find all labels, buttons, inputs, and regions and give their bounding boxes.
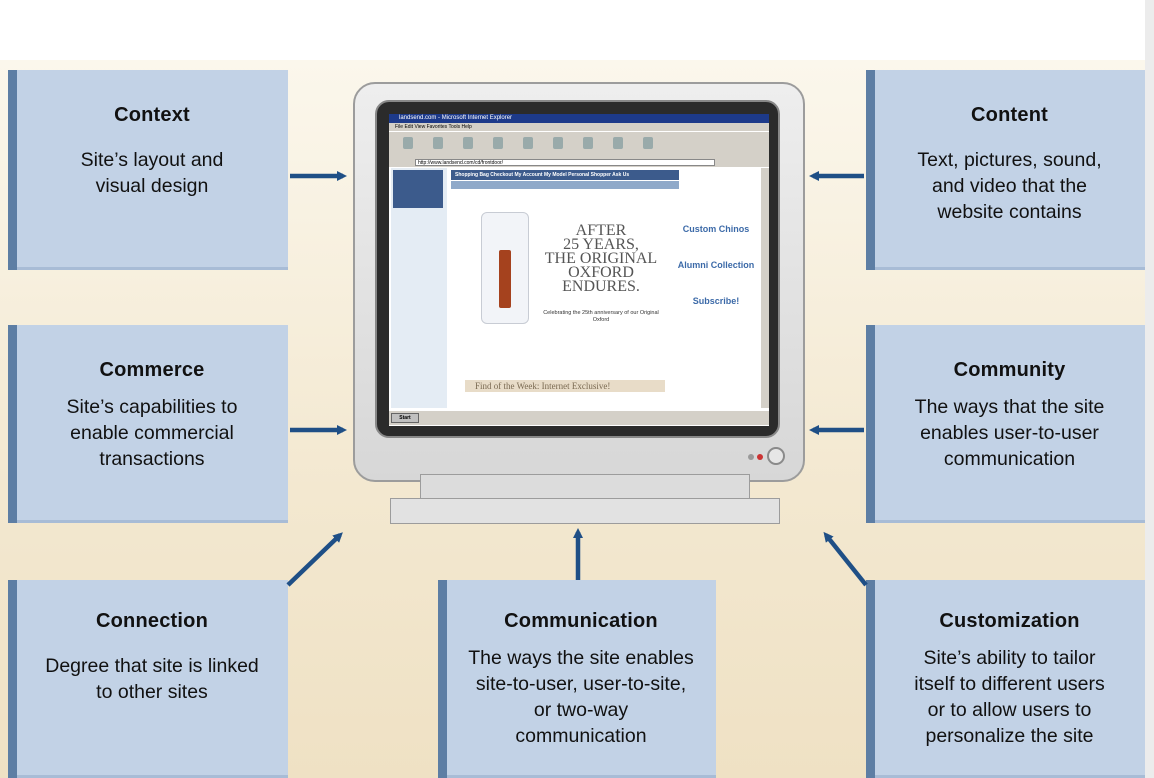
search-icon xyxy=(553,137,563,149)
monitor-neck xyxy=(420,474,750,502)
browser-menubar: File Edit View Favorites Tools Help xyxy=(389,123,769,131)
connection-box: Connection Degree that site is linked to… xyxy=(8,580,288,778)
web-page: Shopping Bag Checkout My Account My Mode… xyxy=(389,168,761,408)
content-desc: Text, pictures, sound, and video that th… xyxy=(917,149,1102,223)
customization-title: Customization xyxy=(939,610,1080,632)
back-icon xyxy=(403,137,413,149)
address-bar: http://www.landsend.com/cd/frontdoor/ xyxy=(389,158,769,167)
community-title: Community xyxy=(953,359,1066,381)
home-icon xyxy=(523,137,533,149)
connection-title: Connection xyxy=(96,610,208,632)
communication-box: Communication The ways the site enables … xyxy=(438,580,716,778)
context-box: Context Site’s layout and visual design xyxy=(8,70,288,270)
context-desc: Site’s layout and visual design xyxy=(80,149,224,197)
address-field: http://www.landsend.com/cd/frontdoor/ xyxy=(415,159,715,166)
stop-icon xyxy=(463,137,473,149)
site-nav: Shopping Bag Checkout My Account My Mode… xyxy=(451,170,679,180)
page-subtext: Celebrating the 25th anniversary of our … xyxy=(543,310,659,323)
taskbar: Start xyxy=(389,410,769,425)
content-title: Content xyxy=(971,104,1048,126)
site-tabs xyxy=(451,181,679,189)
browser-toolbar xyxy=(389,131,769,159)
start-button: Start xyxy=(391,413,419,423)
edge-strip xyxy=(1145,0,1154,778)
communication-title: Communication xyxy=(504,610,658,632)
scrollbar xyxy=(761,168,769,408)
content-box: Content Text, pictures, sound, and video… xyxy=(866,70,1145,270)
commerce-title: Commerce xyxy=(99,359,205,381)
commerce-box: Commerce Site’s capabilities to enable c… xyxy=(8,325,288,523)
page-banner: Find of the Week: Internet Exclusive! xyxy=(465,380,665,392)
browser-titlebar: landsend.com - Microsoft Internet Explor… xyxy=(389,114,769,123)
customization-desc: Site’s ability to tailor itself to diffe… xyxy=(914,647,1105,747)
communication-desc: The ways the site enables site-to-user, … xyxy=(468,647,694,747)
page-sidebar xyxy=(391,168,447,408)
indicator-light xyxy=(748,454,754,460)
page-headline: AFTER 25 YEARS, THE ORIGINAL OXFORD ENDU… xyxy=(544,222,658,295)
history-icon xyxy=(613,137,623,149)
power-button xyxy=(767,447,785,465)
mail-icon xyxy=(643,137,653,149)
monitor-base xyxy=(390,498,780,524)
page-right-column: Custom Chinos Alumni Collection Subscrib… xyxy=(677,224,755,306)
website-screenshot: landsend.com - Microsoft Internet Explor… xyxy=(389,114,769,426)
commerce-desc: Site’s capabilities to enable commercial… xyxy=(66,396,238,470)
context-title: Context xyxy=(114,104,190,126)
indicator-light-red xyxy=(757,454,763,460)
community-box: Community The ways that the site enables… xyxy=(866,325,1145,523)
community-desc: The ways that the site enables user-to-u… xyxy=(914,396,1105,470)
site-logo xyxy=(393,170,443,208)
connection-desc: Degree that site is linked to other site… xyxy=(45,655,259,703)
tie-image xyxy=(499,250,511,308)
browser-title: landsend.com - Microsoft Internet Explor… xyxy=(399,115,513,121)
forward-icon xyxy=(433,137,443,149)
favorites-icon xyxy=(583,137,593,149)
refresh-icon xyxy=(493,137,503,149)
customization-box: Customization Site’s ability to tailor i… xyxy=(866,580,1145,778)
